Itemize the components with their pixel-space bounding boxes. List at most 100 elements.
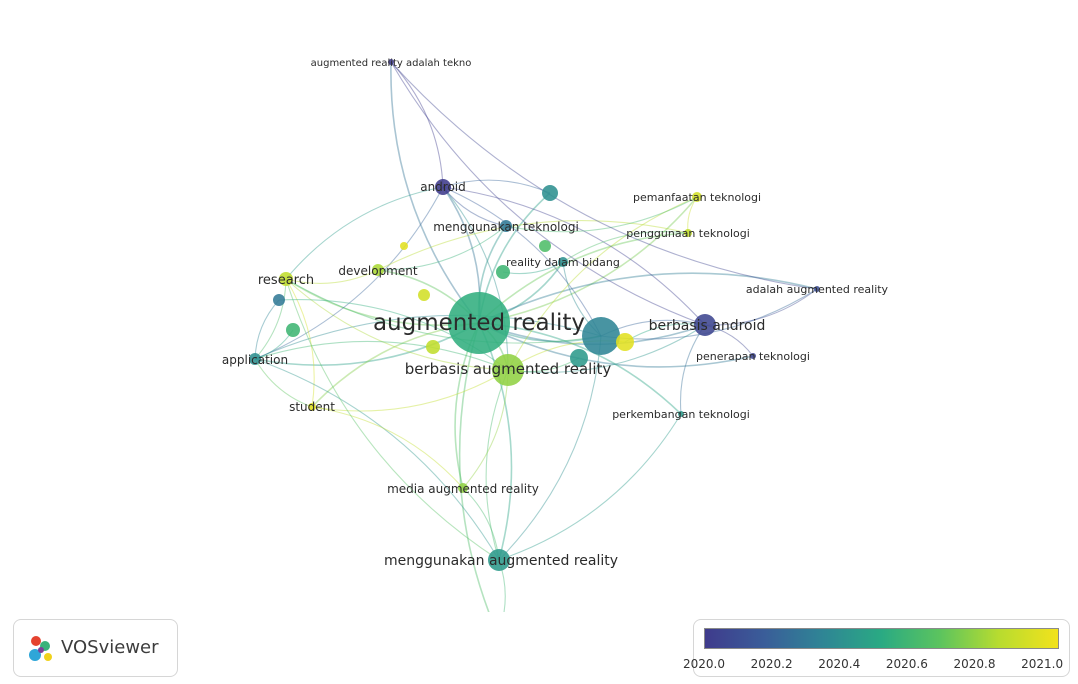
network-link <box>505 196 698 233</box>
network-label-perkembangan-teknologi[interactable]: perkembangan teknologi <box>612 408 750 421</box>
network-link <box>285 278 509 371</box>
network-link <box>377 225 507 271</box>
network-node-pemanfaatan-teknologi[interactable] <box>692 192 702 202</box>
network-links <box>254 61 818 612</box>
vosviewer-logo-icon <box>29 636 52 661</box>
network-link <box>478 322 513 561</box>
network-node-application[interactable] <box>249 353 261 365</box>
network-label-application[interactable]: application <box>222 353 288 367</box>
legend-tick-label: 2020.6 <box>885 657 928 671</box>
network-link <box>285 186 444 280</box>
network-node-berbasis-augmented-reality[interactable] <box>492 354 524 386</box>
network-link <box>377 220 689 271</box>
network-node-android[interactable] <box>435 179 451 195</box>
network-label-augmented-reality-adalah-tekno[interactable]: augmented reality adalah tekno <box>311 58 472 69</box>
network-node-research[interactable] <box>279 272 293 286</box>
network-link <box>704 288 818 326</box>
network-node-berbasis-android[interactable] <box>694 314 716 336</box>
network-node-n-green-mid[interactable] <box>496 265 510 279</box>
network-label-berbasis-augmented-reality[interactable]: berbasis augmented reality <box>405 360 612 378</box>
network-link <box>254 340 509 371</box>
network-link <box>442 186 509 371</box>
legend-tick-label: 2020.2 <box>750 657 793 671</box>
network-label-development[interactable]: development <box>338 264 417 278</box>
network-node-n-yellow-mid[interactable] <box>426 340 440 354</box>
network-label-media-augmented-reality[interactable]: media augmented reality <box>387 482 539 496</box>
network-node-n-green-small[interactable] <box>539 240 551 252</box>
network-link <box>679 324 706 415</box>
legend-tick-label: 2020.4 <box>818 657 861 671</box>
network-link <box>254 358 500 561</box>
network-node-n-left-green[interactable] <box>286 323 300 337</box>
network-node-n-top-teal[interactable] <box>542 185 558 201</box>
network-node-student[interactable] <box>308 403 316 411</box>
network-nodes <box>249 59 820 571</box>
color-legend: 2020.0 2020.2 2020.4 2020.6 2020.8 2021.0 <box>683 619 1070 677</box>
network-link <box>390 61 818 290</box>
network-link <box>507 324 706 373</box>
network-labels: augmented reality berbasis augmented real… <box>222 58 889 569</box>
vosviewer-logo-text: VOSviewer <box>61 637 159 658</box>
network-label-adalah-augmented-reality[interactable]: adalah augmented reality <box>746 283 889 296</box>
network-node-n-yellow-right[interactable] <box>616 333 634 351</box>
network-node-perkembangan-teknologi[interactable] <box>678 411 684 417</box>
network-node-n-yellow-small-a[interactable] <box>400 242 408 250</box>
network-label-pemanfaatan-teknologi[interactable]: pemanfaatan teknologi <box>633 191 761 204</box>
network-link <box>442 186 602 337</box>
vosviewer-logo: VOSviewer <box>13 619 178 677</box>
network-label-berbasis-android[interactable]: berbasis android <box>649 318 766 334</box>
network-link <box>254 358 313 408</box>
color-scale-bar <box>704 628 1059 649</box>
network-node-n-big-teal[interactable] <box>582 317 620 355</box>
network-label-android[interactable]: android <box>420 180 466 194</box>
network-link <box>254 278 287 360</box>
network-label-research[interactable]: research <box>258 273 314 288</box>
network-link <box>311 369 509 412</box>
network-label-menggunakan-augmented-reality[interactable]: menggunakan augmented reality <box>384 553 618 569</box>
network-label-penggunaan-teknologi[interactable]: penggunaan teknologi <box>626 227 750 240</box>
network-label-reality-dalam-bidang[interactable]: reality dalam bidang <box>506 256 620 269</box>
network-link <box>498 335 602 561</box>
network-link <box>458 322 490 612</box>
network-link <box>498 413 682 561</box>
legend-tick-label: 2020.0 <box>683 657 725 671</box>
network-node-n-research-teal[interactable] <box>273 294 285 306</box>
network-label-augmented-reality[interactable]: augmented reality <box>373 310 585 336</box>
network-link <box>390 61 706 326</box>
network-node-penggunaan-teknologi[interactable] <box>684 229 692 237</box>
network-link <box>285 278 315 408</box>
legend-tick-label: 2020.8 <box>953 657 996 671</box>
network-link <box>442 186 706 326</box>
network-node-augmented-reality[interactable] <box>448 292 510 354</box>
network-link <box>254 186 444 360</box>
network-link <box>390 61 480 324</box>
network-link <box>485 369 509 561</box>
network-link <box>562 231 689 263</box>
network-map[interactable]: augmented reality berbasis augmented real… <box>0 0 1078 612</box>
network-node-augmented-reality-adalah-tekno[interactable] <box>388 59 394 65</box>
network-link <box>285 269 379 284</box>
network-label-menggunakan-teknologi[interactable]: menggunakan teknologi <box>433 220 579 234</box>
network-link <box>442 179 551 194</box>
network-node-menggunakan-augmented-reality[interactable] <box>488 549 510 571</box>
network-node-n-yellow-small-b[interactable] <box>418 289 430 301</box>
network-node-development[interactable] <box>372 264 384 276</box>
network-label-student[interactable]: student <box>289 400 335 414</box>
network-node-reality-dalam-bidang[interactable] <box>558 257 568 267</box>
network-link <box>390 61 444 188</box>
network-node-menggunakan-teknologi[interactable] <box>500 220 512 232</box>
network-link <box>254 314 602 360</box>
network-link <box>478 196 698 324</box>
network-node-adalah-augmented-reality[interactable] <box>814 286 820 292</box>
network-link <box>478 272 818 324</box>
legend-tick-label: 2021.0 <box>1021 657 1064 671</box>
network-link <box>507 196 698 371</box>
network-node-penerapan-teknologi[interactable] <box>750 353 756 359</box>
network-link <box>254 299 280 360</box>
network-node-n-teal-mid[interactable] <box>570 349 588 367</box>
network-link <box>285 278 602 344</box>
network-node-media-augmented-reality[interactable] <box>458 483 468 493</box>
network-link <box>478 322 754 368</box>
network-label-penerapan-teknologi[interactable]: penerapan teknologi <box>696 350 810 363</box>
network-link <box>462 487 500 561</box>
